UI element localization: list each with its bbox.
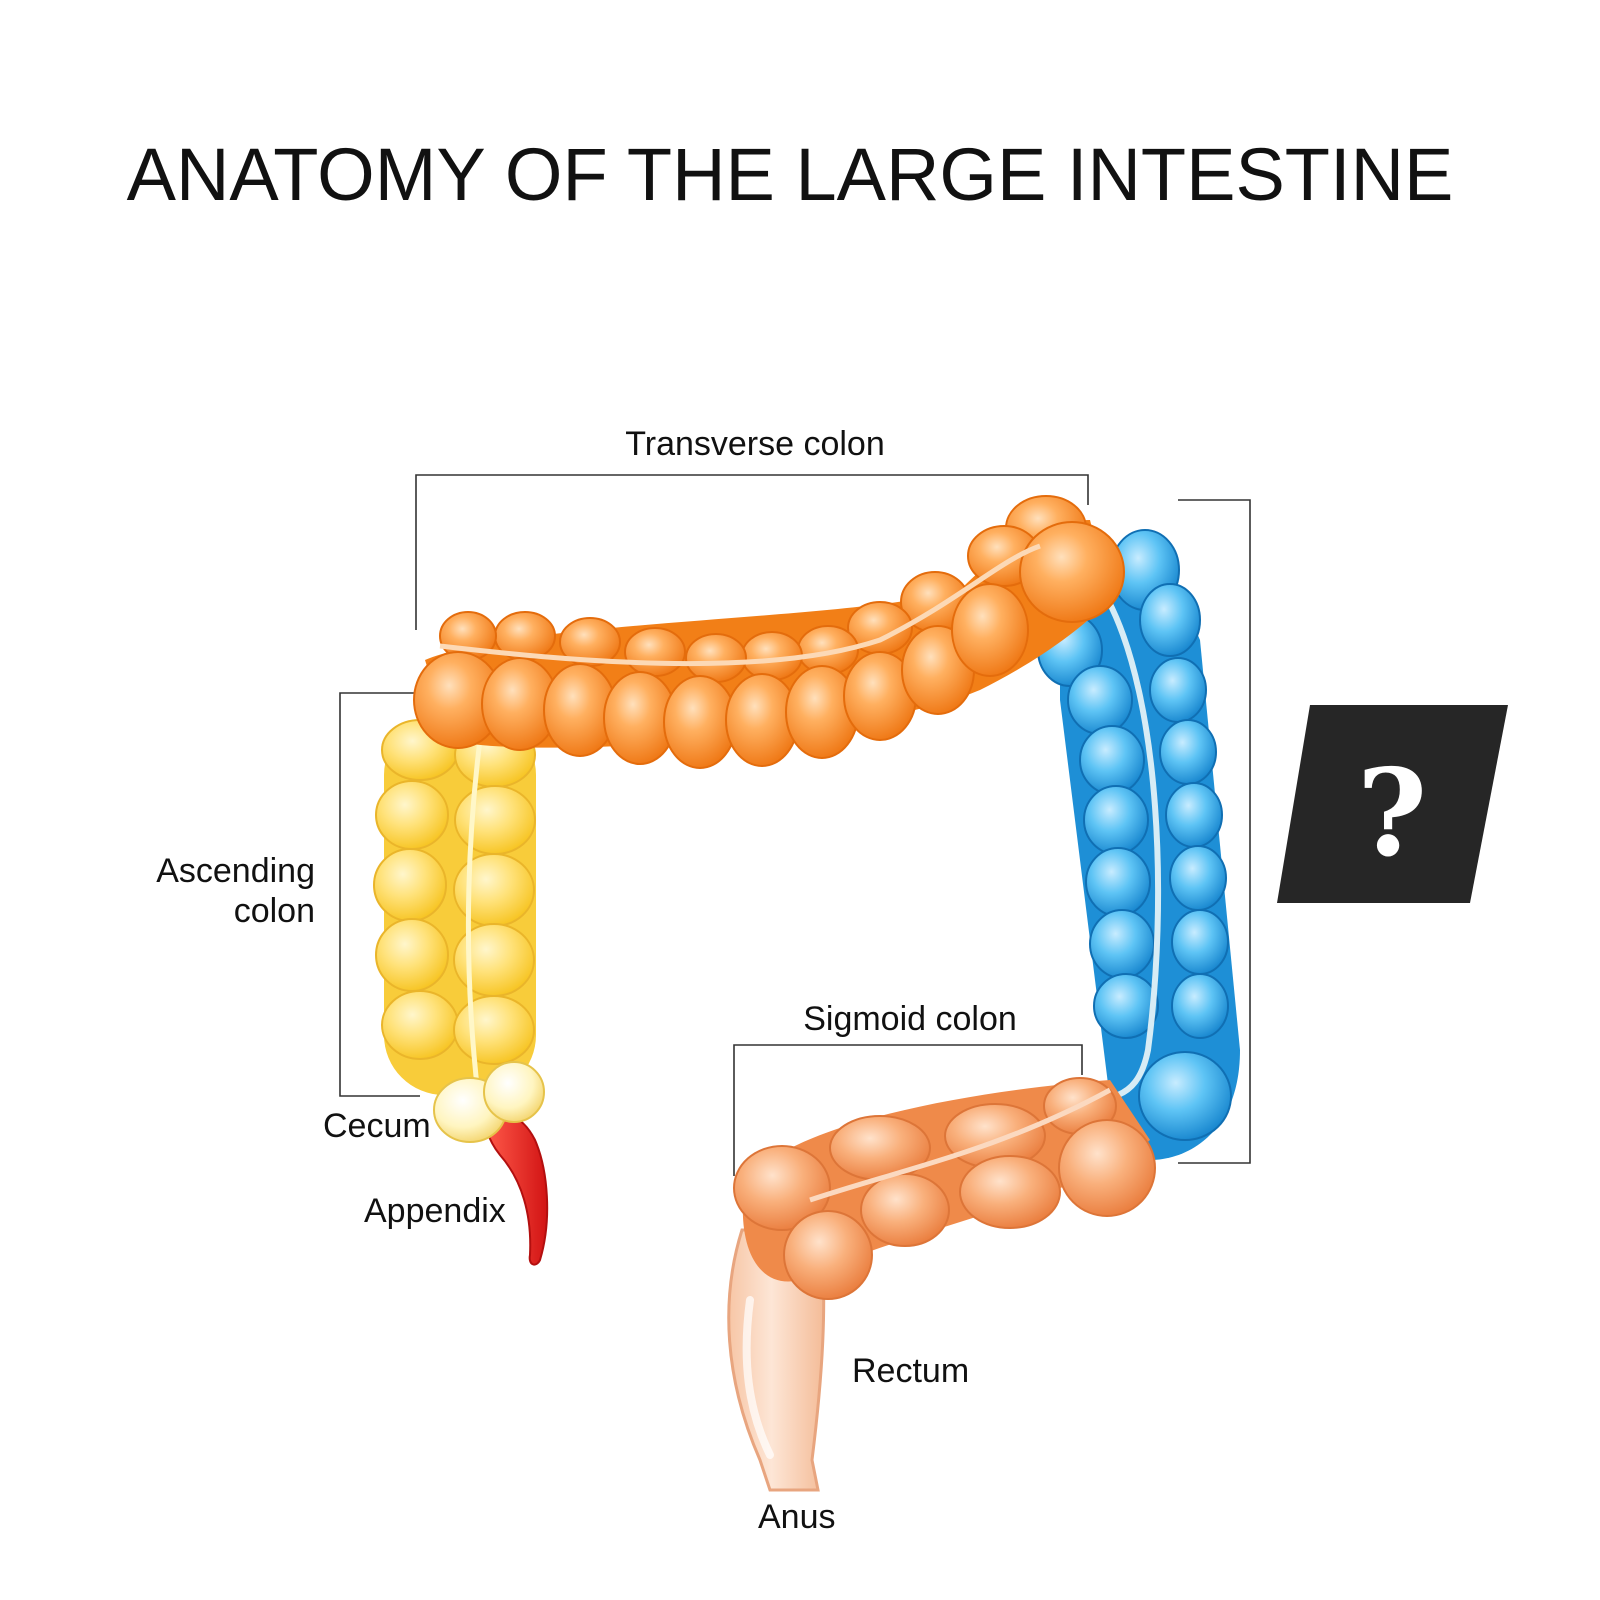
ascending-colon [373, 715, 536, 1096]
label-transverse-colon: Transverse colon [625, 425, 885, 463]
appendix [484, 1108, 549, 1266]
descending-colon-bracket [1178, 499, 1251, 1164]
transverse-colon [413, 495, 1125, 769]
descending-colon [1037, 529, 1240, 1160]
diagram-title: ANATOMY OF THE LARGE INTESTINE [127, 133, 1454, 216]
label-appendix: Appendix [364, 1192, 506, 1230]
label-rectum: Rectum [852, 1352, 969, 1390]
sigmoid-colon [733, 1077, 1156, 1300]
transverse-colon-bracket [415, 474, 1089, 630]
hidden-label-box [1277, 705, 1508, 903]
label-cecum: Cecum [323, 1107, 431, 1145]
label-sigmoid-colon: Sigmoid colon [803, 1000, 1017, 1038]
label-ascending-colon-line2: colon [234, 892, 315, 930]
label-ascending-colon-line1: Ascending [156, 852, 315, 890]
sigmoid-colon-bracket [733, 1044, 1083, 1176]
cecum [433, 1061, 545, 1143]
question-mark: ? [1357, 743, 1427, 884]
ascending-colon-bracket [339, 692, 420, 1097]
label-anus: Anus [758, 1498, 836, 1536]
